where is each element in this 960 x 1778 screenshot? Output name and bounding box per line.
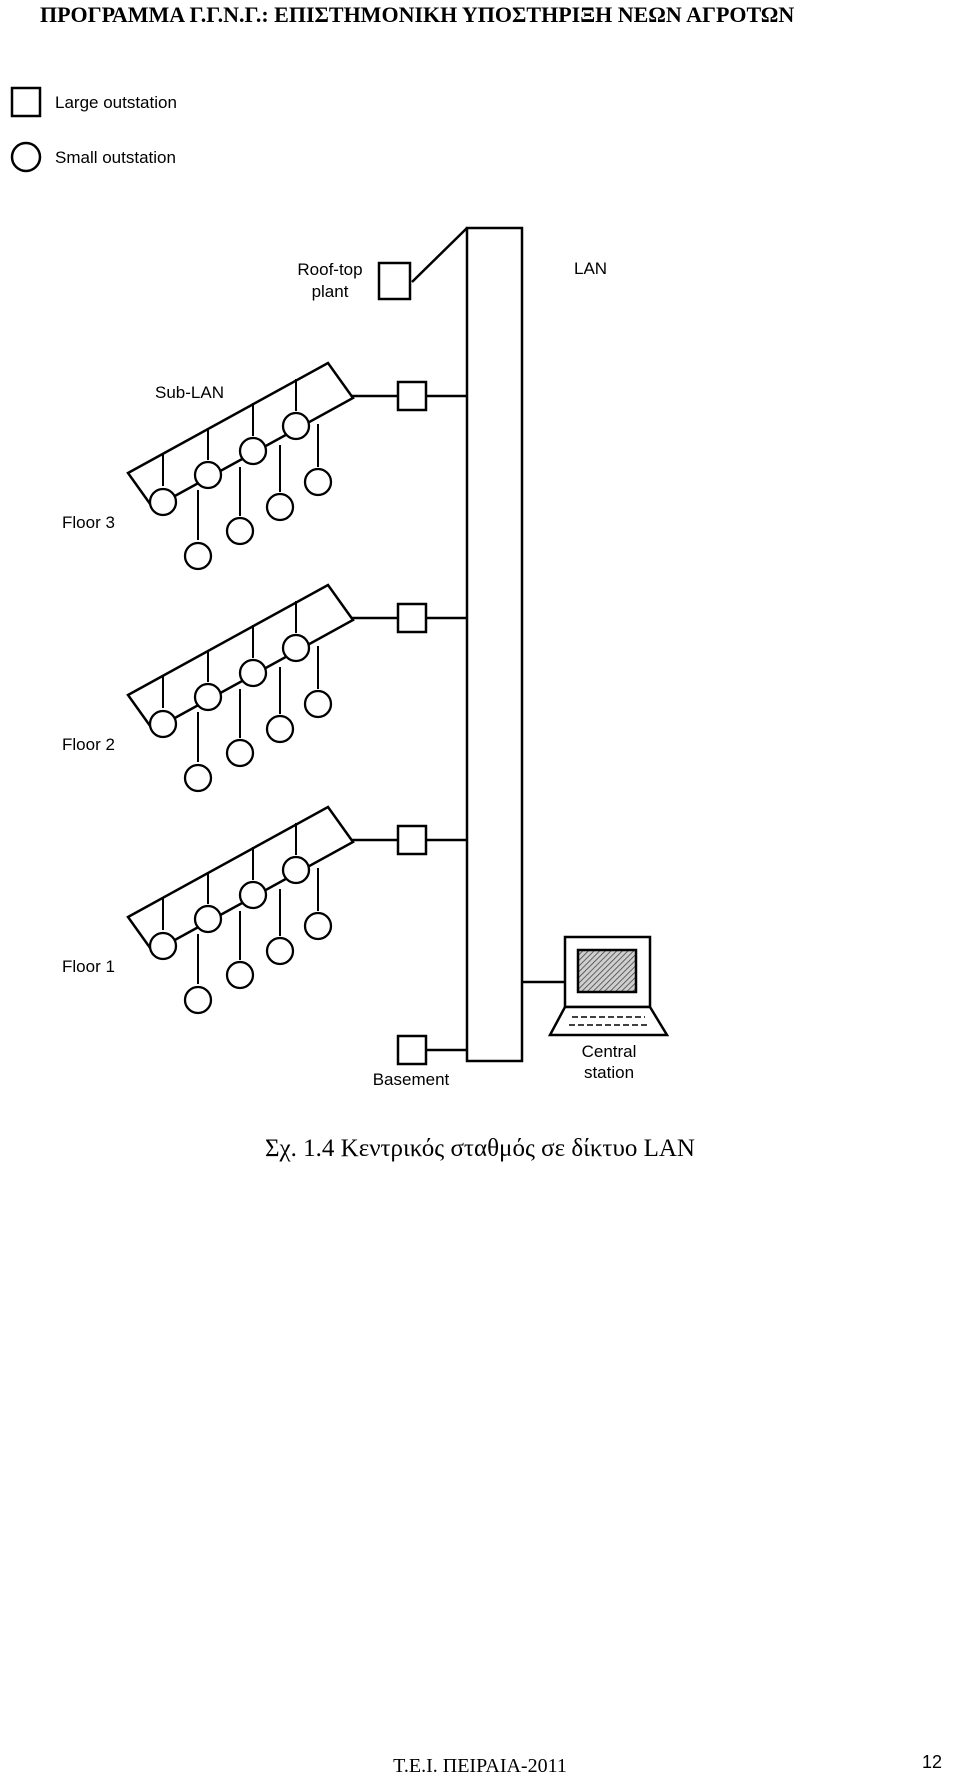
floor1-sub-lan	[126, 805, 355, 1015]
basement-outstation	[396, 1034, 428, 1066]
roof-top-label-line1: Roof-top	[297, 260, 362, 279]
floor3-label: Floor 3	[62, 513, 115, 532]
legend-large-outstation: Large outstation	[55, 93, 177, 112]
large-outstation-legend-icon	[10, 86, 42, 118]
central-station-label-line2: station	[584, 1063, 634, 1082]
roof-top-label-line2: plant	[312, 282, 349, 301]
floor2-label: Floor 2	[62, 735, 115, 754]
lan-backbone	[465, 226, 524, 1063]
basement-label: Basement	[373, 1070, 450, 1089]
page-header: ΠΡΟΓΡΑΜΜΑ Γ.Γ.Ν.Γ.: ΕΠΙΣΤΗΜΟΝΙΚΗ ΥΠΟΣΤΗΡ…	[40, 2, 795, 27]
floor1-large-outstation	[396, 824, 428, 856]
floor1-label: Floor 1	[62, 957, 115, 976]
lan-label: LAN	[574, 259, 607, 278]
legend: Large outstation Small outstation	[10, 86, 177, 173]
legend-small-outstation: Small outstation	[55, 148, 176, 167]
central-station-label-line1: Central	[582, 1042, 637, 1061]
floor2-large-outstation	[396, 602, 428, 634]
floor2-sub-lan	[126, 583, 355, 793]
central-station-computer-icon	[547, 935, 670, 1037]
page-footer: Τ.Ε.Ι. ΠΕΙΡΑΙΑ-2011	[393, 1755, 567, 1777]
sub-lan-label: Sub-LAN	[155, 383, 224, 402]
small-outstation-legend-icon	[10, 141, 42, 173]
roof-top-plant-outstation	[377, 261, 412, 301]
lan-diagram: Large outstation Small outstation LAN Ro…	[0, 70, 680, 1100]
figure-caption: Σχ. 1.4 Κεντρικός σταθμός σε δίκτυο LAN	[265, 1135, 695, 1162]
floor3-large-outstation	[396, 380, 428, 412]
page-number: 12	[921, 1752, 942, 1772]
